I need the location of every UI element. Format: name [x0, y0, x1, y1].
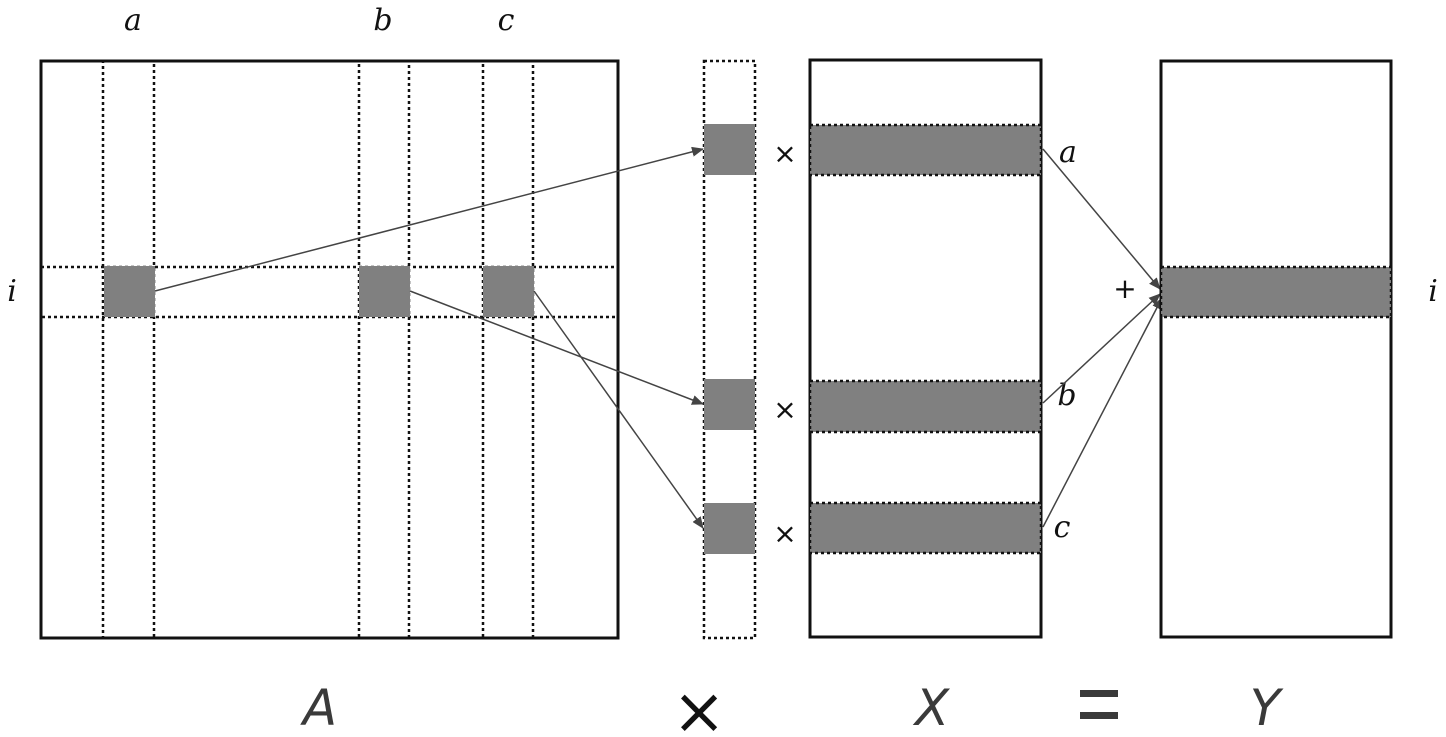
row-i-dotted: [39, 265, 620, 319]
matrix-x-border: [808, 58, 1043, 639]
matrix-y: [1159, 59, 1393, 639]
col-label-b: b: [373, 3, 392, 38]
arrow-xc-to-y: [1042, 297, 1163, 528]
label-times: ×: [672, 675, 726, 737]
column-a-dotted: [101, 59, 156, 640]
x-row-b: [808, 379, 1043, 434]
label-matrix-a: A: [300, 679, 337, 737]
value-cell-a: [704, 124, 755, 175]
matrix-a: [39, 59, 620, 640]
x-row-label-a: a: [1059, 135, 1077, 170]
x-row-label-c: c: [1054, 510, 1071, 545]
label-matrix-y: Y: [1250, 679, 1284, 737]
label-matrix-x: X: [912, 679, 951, 737]
arrow-xa-to-y: [1042, 148, 1161, 290]
plus-sign: +: [1113, 272, 1136, 305]
x-row-label-b: b: [1057, 378, 1076, 413]
row-label-i-left: i: [7, 274, 17, 309]
nonzero-cell-ib: [359, 266, 410, 317]
arrow-xb-to-y: [1042, 293, 1161, 404]
matrix-x: [808, 58, 1043, 639]
multiply-sign-c: ×: [773, 517, 796, 550]
value-cell-c: [704, 503, 755, 554]
y-row-i: [1159, 265, 1393, 319]
arrow-ib-to-value: [409, 290, 704, 405]
multiply-sign-b: ×: [773, 393, 796, 426]
column-b-dotted: [357, 59, 411, 640]
row-label-i-right: i: [1428, 274, 1438, 309]
value-vector: [702, 59, 757, 640]
value-cell-b: [704, 379, 755, 430]
matrix-y-border: [1159, 59, 1393, 639]
value-vector-dotted: [702, 59, 757, 640]
column-c-dotted: [481, 59, 535, 640]
nonzero-cell-ic: [483, 266, 534, 317]
equals-sign: [1080, 690, 1118, 719]
col-label-a: a: [124, 3, 142, 38]
arrow-ic-to-value: [533, 290, 704, 529]
nonzero-cell-ia: [104, 266, 155, 317]
matrix-a-border: [39, 59, 620, 640]
x-row-a: [808, 123, 1043, 177]
multiply-sign-a: ×: [773, 137, 796, 170]
col-label-c: c: [498, 3, 515, 38]
x-row-c: [808, 501, 1043, 555]
arrow-ia-to-value: [154, 146, 704, 292]
